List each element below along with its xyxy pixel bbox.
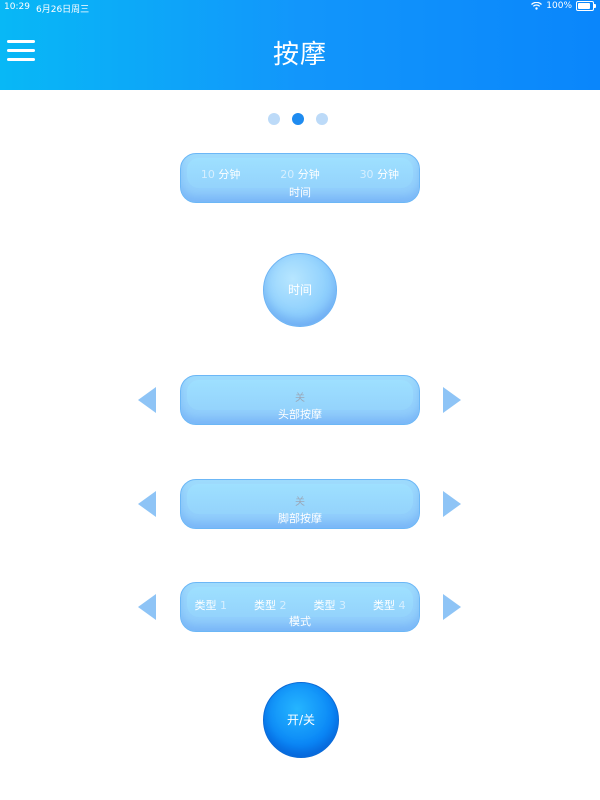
mode-option-3[interactable]: 类型 3	[313, 599, 347, 612]
mode-option-2[interactable]: 类型 2	[254, 599, 287, 612]
foot-massage-track	[187, 484, 413, 514]
foot-massage-next-button[interactable]	[443, 491, 461, 517]
time-option-30[interactable]: 30 分钟	[359, 168, 400, 181]
page-dot-2[interactable]	[292, 113, 304, 125]
app-header: 10:29 6月26日周三 100% 按摩	[0, 0, 600, 90]
mode-prev-button[interactable]	[138, 594, 156, 620]
time-selector-track	[187, 158, 413, 188]
foot-massage-prev-button[interactable]	[138, 491, 156, 517]
head-massage-next-button[interactable]	[443, 387, 461, 413]
foot-massage-label: 脚部按摩	[278, 512, 322, 525]
page-dot-1[interactable]	[268, 113, 280, 125]
page-title: 按摩	[272, 40, 327, 70]
page-indicator	[268, 113, 328, 125]
time-selector-label: 时间	[289, 186, 311, 199]
foot-massage-toggle[interactable]: 关 脚部按摩	[180, 479, 420, 529]
mode-selector: 类型 1 类型 2 类型 3 类型 4 模式	[180, 582, 420, 632]
time-option-20[interactable]: 20 分钟	[280, 168, 320, 181]
power-toggle-button[interactable]: 开/关	[263, 682, 339, 758]
foot-massage-value: 关	[295, 497, 305, 508]
status-right: 100%	[531, 1, 596, 11]
status-date: 6月26日周三	[36, 5, 90, 15]
head-massage-label: 头部按摩	[278, 408, 322, 421]
mode-options: 类型 1 类型 2 类型 3 类型 4	[181, 597, 419, 613]
hamburger-menu-icon[interactable]	[7, 38, 35, 64]
status-time: 10:29	[4, 2, 30, 12]
head-massage-value: 关	[295, 393, 305, 404]
time-selector: 10 分钟 20 分钟 30 分钟 时间	[180, 153, 420, 203]
head-massage-prev-button[interactable]	[138, 387, 156, 413]
mode-selector-track	[187, 587, 413, 617]
mode-option-1[interactable]: 类型 1	[194, 599, 228, 612]
time-option-10[interactable]: 10 分钟	[200, 168, 241, 181]
mode-selector-label: 模式	[289, 615, 311, 628]
battery-percent: 100%	[546, 1, 572, 11]
mode-option-4[interactable]: 类型 4	[373, 599, 406, 612]
time-options: 10 分钟 20 分钟 30 分钟	[181, 166, 419, 182]
time-button[interactable]: 时间	[263, 253, 337, 327]
wifi-icon	[531, 2, 543, 10]
head-massage-track	[187, 380, 413, 410]
status-bar: 10:29 6月26日周三 100%	[0, 0, 600, 16]
page-dot-3[interactable]	[316, 113, 328, 125]
battery-icon	[576, 1, 596, 11]
head-massage-toggle[interactable]: 关 头部按摩	[180, 375, 420, 425]
mode-next-button[interactable]	[443, 594, 461, 620]
